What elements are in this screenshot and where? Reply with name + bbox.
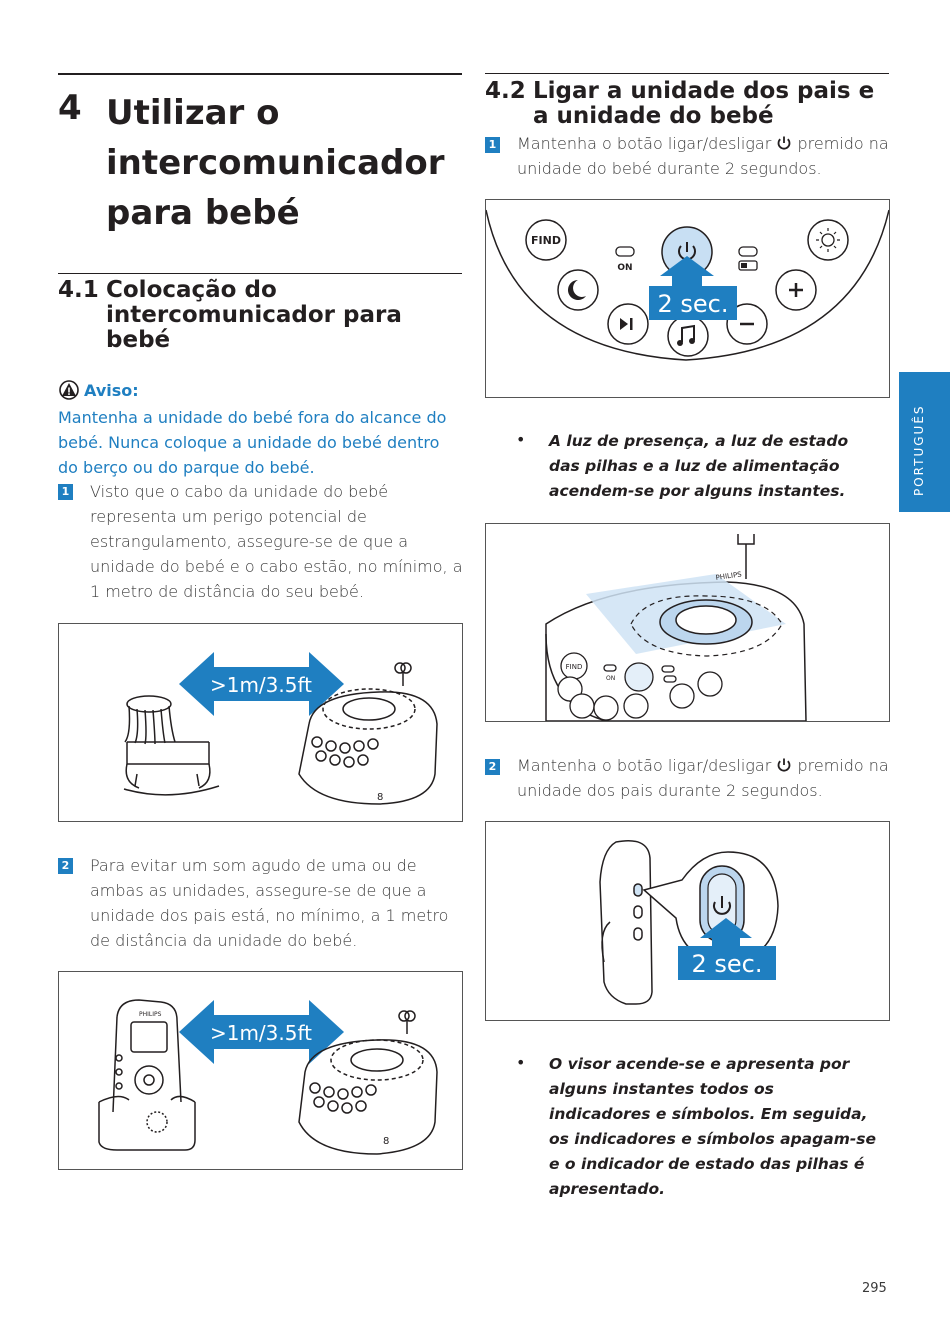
figure-units-distance: PHILIPS >1m/3.5ft 8	[58, 971, 463, 1170]
bullet-2-dot: •	[516, 1053, 526, 1072]
step-42-1-text-after: premido na unidade do bebé durante 2 seg…	[517, 134, 889, 178]
find-label: FIND	[531, 234, 561, 247]
bullet-2-text: O visor acende-se e apresenta por alguns…	[549, 1055, 877, 1198]
step-42-1-badge: 1	[485, 137, 500, 153]
step-42-1-text-before: Mantenha o botão ligar/desligar	[517, 134, 772, 153]
figure-baby-unit-lights: PHILIPS FIND ON	[485, 523, 890, 722]
figure-parent-unit-power: 2 sec.	[485, 821, 890, 1021]
svg-text:8: 8	[377, 792, 383, 803]
chapter-number: 4	[58, 88, 82, 128]
power-button-panel	[661, 226, 713, 278]
chapter-rule	[58, 73, 462, 75]
section-41-number: 4.1	[58, 277, 99, 303]
warning-icon	[59, 380, 79, 400]
step-42-2-badge: 2	[485, 759, 500, 775]
baby-unit-find-label: FIND	[566, 663, 583, 671]
section-41-title: Colocação do intercomunicador para bebé	[106, 277, 402, 353]
warning-heading-label: Aviso:	[84, 380, 139, 400]
zoom-callout	[642, 851, 779, 963]
warning-heading: Aviso:	[58, 380, 139, 400]
language-tab: PORTUGUÊS	[899, 372, 950, 512]
page-number: 295	[862, 1281, 887, 1296]
parent-unit-side	[599, 840, 653, 1005]
power-icon	[778, 136, 791, 150]
step-42-2-text: Mantenha o botão ligar/desligar premido …	[517, 753, 889, 803]
step-41-2-text: Para evitar um som agudo de uma ou de am…	[90, 856, 449, 950]
baby-unit-illustration-2: 8	[298, 1010, 438, 1155]
step-41-1-badge: 1	[58, 484, 73, 500]
warning-text: Mantenha a unidade do bebé fora do alcan…	[58, 408, 447, 477]
distance-label-2: >1m/3.5ft	[210, 1021, 312, 1045]
power-icon	[778, 758, 791, 772]
chapter-title: Utilizar o intercomunicador para bebé	[106, 93, 445, 233]
distance-arrow-1: >1m/3.5ft	[179, 652, 344, 716]
baby-unit-buttons: FIND	[557, 652, 723, 721]
step-42-1-text: Mantenha o botão ligar/desligar premido …	[517, 131, 889, 181]
cradle-illustration	[123, 695, 220, 796]
svg-text:8: 8	[383, 1136, 389, 1147]
parent-unit-brand: PHILIPS	[139, 1011, 162, 1018]
plus-button	[775, 269, 817, 311]
language-tab-label: PORTUGUÊS	[912, 404, 926, 496]
hold-label-baby: 2 sec.	[658, 290, 729, 318]
section-41-rule	[58, 273, 462, 274]
baby-unit-on-label: ON	[606, 675, 615, 682]
night-light-button	[557, 269, 599, 311]
step-42-2-text-after: premido na unidade dos pais durante 2 se…	[517, 756, 889, 800]
parent-unit-illustration: PHILIPS	[98, 999, 196, 1151]
step-42-2-text-before: Mantenha o botão ligar/desligar	[517, 756, 772, 775]
distance-label-1: >1m/3.5ft	[210, 673, 312, 697]
step-41-1-text: Visto que o cabo da unidade do bebé repr…	[90, 482, 463, 601]
find-button: FIND	[525, 219, 567, 261]
baby-unit-illustration: 8	[298, 662, 438, 805]
section-42-title: Ligar a unidade dos pais e a unidade do …	[533, 78, 875, 129]
hold-arrow-baby: 2 sec.	[649, 256, 737, 320]
on-label: ON	[617, 263, 632, 273]
section-42-rule	[485, 73, 889, 74]
hold-label-parent: 2 sec.	[692, 950, 763, 978]
bullet-1-dot: •	[516, 430, 526, 449]
distance-arrow-2: >1m/3.5ft	[179, 1000, 344, 1064]
figure-baby-panel: FIND ON	[485, 199, 890, 398]
baby-unit-brand: PHILIPS	[715, 570, 743, 582]
play-pause-button	[607, 303, 649, 345]
bullet-1-text: A luz de presença, a luz de estado das p…	[549, 432, 849, 500]
hold-arrow-parent: 2 sec.	[678, 918, 776, 980]
light-button	[807, 219, 849, 261]
section-42-number: 4.2	[485, 78, 526, 104]
figure-cradle-distance: >1m/3.5ft 8	[58, 623, 463, 822]
music-button	[667, 315, 709, 357]
step-41-2-badge: 2	[58, 858, 73, 874]
